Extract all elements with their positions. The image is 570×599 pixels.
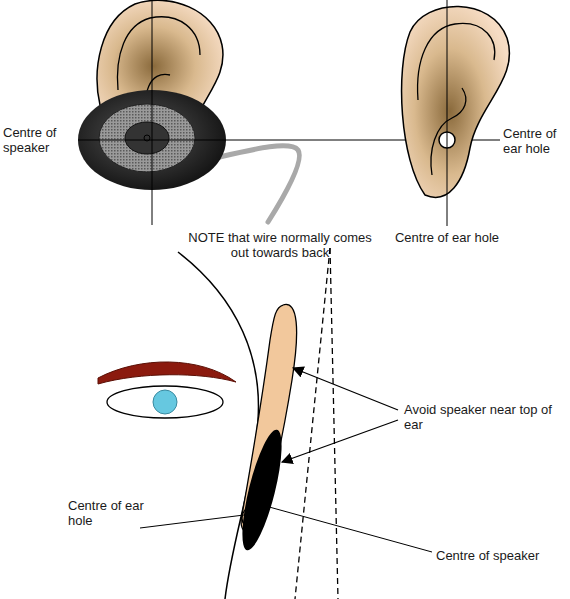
note-text: NOTE that wire normally comes out toward… (180, 230, 380, 260)
ear-hole-label: Centre of ear hole (68, 498, 148, 528)
right-ear (402, 6, 510, 197)
ear-hole-label: Centre of ear hole (503, 126, 567, 156)
speaker-centre-label: Centre of speaker (3, 125, 73, 155)
speaker-wire (215, 146, 299, 222)
eyebrow (98, 362, 236, 384)
ear-hole-label: Centre of ear hole (387, 230, 507, 245)
eye (107, 386, 223, 418)
speaker-centre-label: Centre of speaker (436, 548, 546, 563)
warning-label: Avoid speaker near top of ear (404, 402, 554, 432)
side-speaker (234, 427, 289, 554)
